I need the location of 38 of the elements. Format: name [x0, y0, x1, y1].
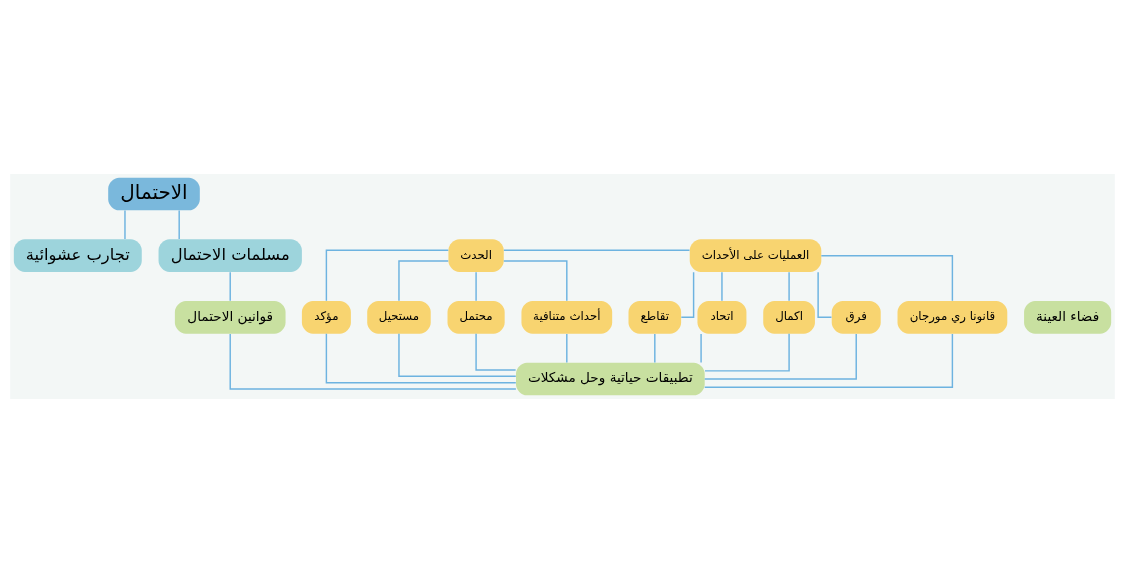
node-box: مؤكد	[301, 300, 351, 334]
connector	[325, 332, 517, 383]
node-box: العمليات على الأحداث	[689, 238, 822, 272]
node-box: الاحتمال	[108, 177, 200, 210]
node-box: تجارب عشوائية	[13, 238, 142, 272]
connector	[503, 249, 691, 251]
connector	[124, 209, 126, 240]
node-box: اكمال	[763, 300, 815, 334]
connector	[325, 249, 449, 301]
node-box: فضاء العينة	[1024, 300, 1112, 334]
node-box: قانونا ري مورجان	[897, 300, 1008, 334]
connector	[229, 270, 231, 301]
connector	[475, 270, 477, 301]
connector	[475, 332, 517, 371]
connector	[398, 332, 517, 377]
connector	[503, 259, 568, 301]
node-box: مسلمات الاحتمال	[158, 238, 302, 272]
node-box: فرق	[831, 300, 881, 334]
node-box: تطبيقات حياتية وحل مشكلات	[516, 362, 705, 395]
connector	[398, 259, 449, 301]
node-box: قوانين الاحتمال	[174, 300, 286, 334]
connector	[700, 332, 702, 363]
connector	[788, 270, 790, 301]
node-box: اتحاد	[697, 300, 747, 334]
node-box: مستحيل	[367, 300, 431, 334]
connector	[721, 270, 723, 301]
connector	[704, 332, 857, 380]
node-box: محتمل	[447, 300, 505, 334]
connector	[820, 254, 954, 302]
connector	[654, 332, 656, 363]
node-box: أحداث متنافية	[521, 300, 613, 334]
connector	[229, 332, 517, 390]
connector	[566, 332, 568, 363]
connector	[178, 209, 180, 240]
node-box: الحدث	[448, 238, 504, 272]
connector	[704, 332, 954, 388]
connector	[704, 332, 790, 372]
node-box: تقاطع	[628, 300, 682, 334]
